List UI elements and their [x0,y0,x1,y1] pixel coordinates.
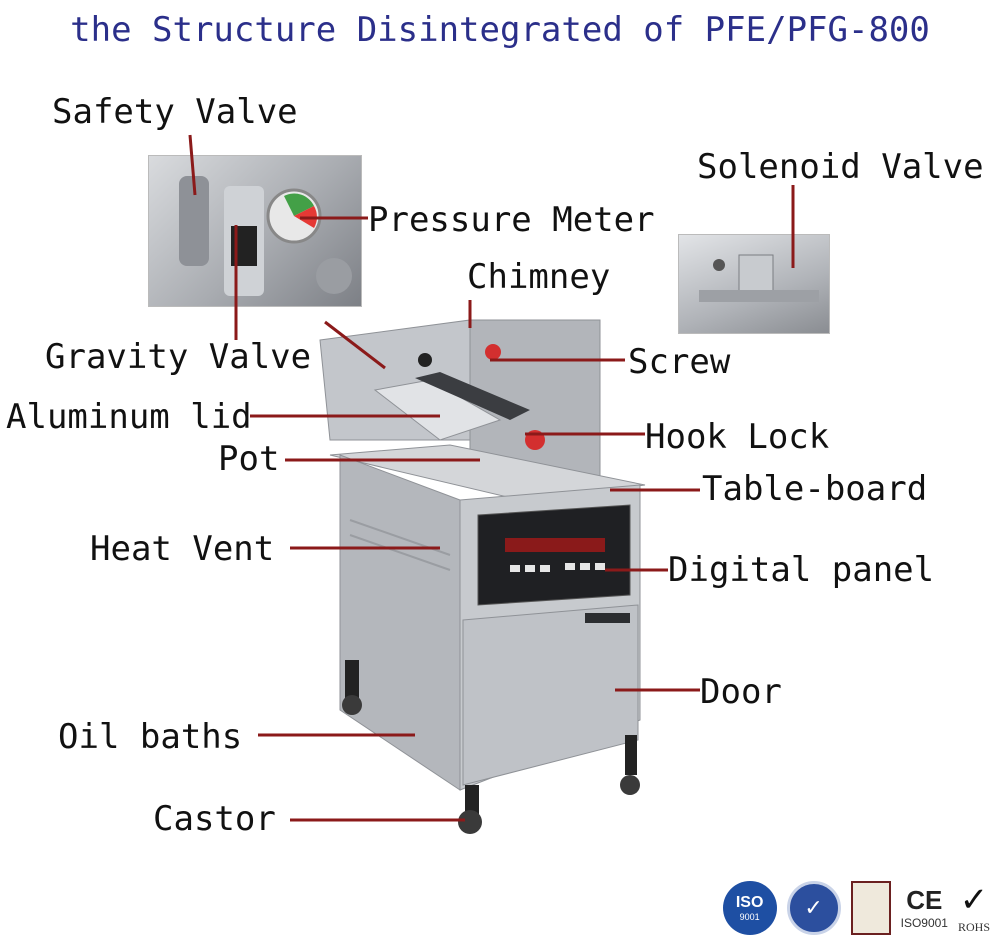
leader-lines [188,134,795,822]
digital-display [505,538,605,552]
certification-logos: ISO 9001 ✓ CE ISO9001 ✓ ROHS [722,880,990,935]
iso-text: ISO [735,893,764,911]
assessment-seal-icon: ✓ [786,880,841,935]
digital-panel [477,504,631,606]
label-table-board: Table-board [702,469,928,509]
label-solenoid-valve: Solenoid Valve [697,147,984,187]
label-castor: Castor [153,799,276,839]
leader-gravity-link [324,320,386,370]
door-panel [462,604,639,786]
label-heat-vent: Heat Vent [90,529,275,569]
label-gravity-valve: Gravity Valve [45,337,312,377]
digital-buttons [510,563,605,572]
bureau-veritas-icon [850,880,891,935]
check-icon: ✓ [959,881,989,919]
lid-crossbar [415,372,530,420]
door-handle [585,613,630,623]
label-screw: Screw [628,342,731,382]
label-door: Door [700,672,782,712]
leader-safety-valve [188,134,197,196]
ce-iso-mark: CE ISO9001 [901,885,948,930]
label-pressure-meter: Pressure Meter [368,200,655,240]
ce-text: CE [906,885,943,915]
solenoid-closeup-photo [678,234,830,334]
label-hook-lock: Hook Lock [645,417,830,457]
label-digital-panel: Digital panel [668,550,935,590]
iso9001-text: ISO9001 [900,916,948,930]
rohs-mark: ✓ ROHS [958,880,990,935]
rohs-text: ROHS [957,920,990,934]
cabinet-side [339,454,461,791]
label-oil-baths: Oil baths [58,717,243,757]
diagram-title: the Structure Disintegrated of PFE/PFG-8… [70,10,930,50]
aluminum-lid [373,379,502,441]
iso-year-text: 9001 [739,911,760,922]
label-safety-valve: Safety Valve [52,92,298,132]
label-chimney: Chimney [467,257,611,297]
solenoid-closeup-drawing [699,254,819,302]
screw-knob [485,344,501,360]
castor-wheel [458,810,482,834]
iso-logo: ISO 9001 [722,880,777,935]
label-pot: Pot [218,439,280,479]
label-aluminum-lid: Aluminum lid [6,397,252,437]
